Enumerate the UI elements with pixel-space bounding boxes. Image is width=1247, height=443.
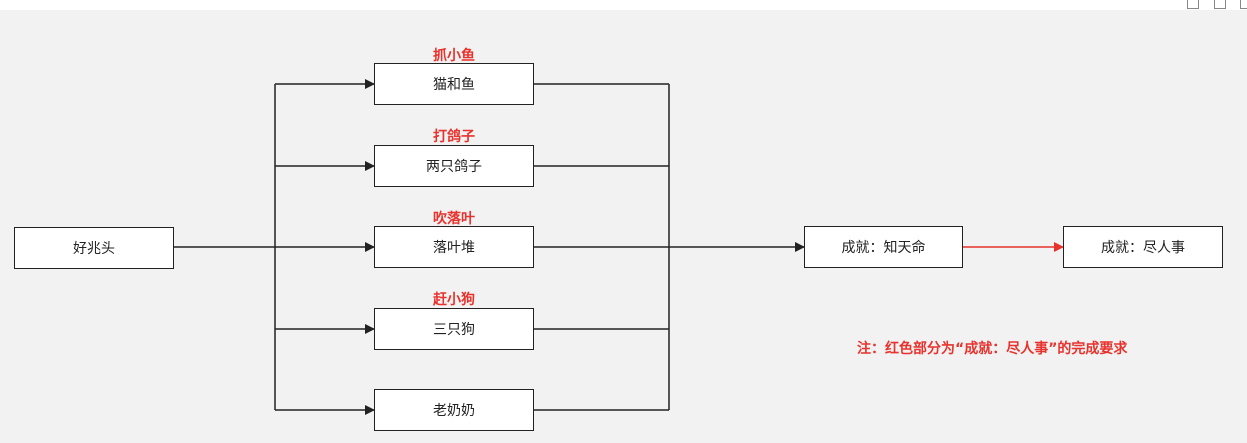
node-branch-5: 老奶奶 bbox=[374, 389, 534, 431]
node-start: 好兆头 bbox=[14, 227, 174, 269]
node-branch-3: 落叶堆 bbox=[374, 226, 534, 268]
node-branch-2: 两只鸽子 bbox=[374, 145, 534, 187]
close-icon[interactable] bbox=[1240, 0, 1247, 9]
branch-label-3: 吹落叶 bbox=[433, 211, 475, 227]
window-titlebar bbox=[0, 0, 1247, 10]
branch-label-2: 打鸽子 bbox=[433, 129, 475, 145]
branch-label-4: 赶小狗 bbox=[433, 292, 475, 308]
maximize-icon[interactable] bbox=[1214, 0, 1226, 9]
legend-note: 注：红色部分为“成就：尽人事”的完成要求 bbox=[857, 341, 1128, 357]
node-branch-1: 猫和鱼 bbox=[374, 63, 534, 105]
node-merge: 成就：知天命 bbox=[804, 226, 963, 268]
branch-label-1: 抓小鱼 bbox=[433, 48, 475, 64]
minimize-icon[interactable] bbox=[1187, 0, 1199, 9]
node-final: 成就：尽人事 bbox=[1063, 226, 1223, 268]
node-branch-4: 三只狗 bbox=[374, 308, 534, 350]
